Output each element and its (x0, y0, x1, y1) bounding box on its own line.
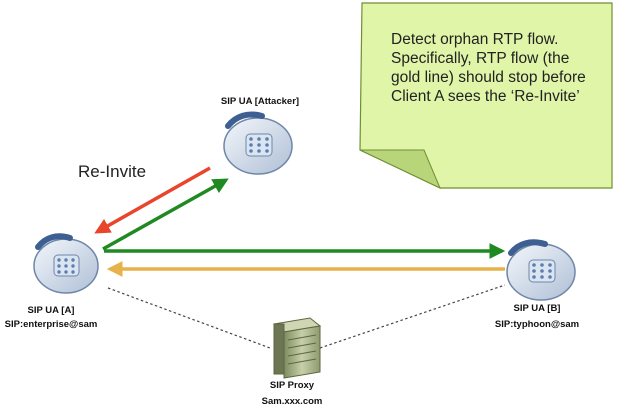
ua-a-name: SIP UA [A] (27, 305, 75, 316)
attacker-phone-icon (223, 111, 293, 175)
ua-a-uri: SIP:enterprise@sam (4, 319, 98, 330)
attacker-label: SIP UA [Attacker] (220, 96, 300, 107)
reinvite-label: Re-Invite (78, 162, 147, 181)
ua-b-phone-icon (506, 239, 576, 301)
proxy-link-a (107, 287, 271, 349)
ua-a-phone-icon (33, 233, 99, 294)
note-shape (359, 2, 613, 190)
proxy-name: SIP Proxy (269, 380, 315, 391)
ua-b-uri: SIP:typhoon@sam (494, 319, 580, 330)
ua-b-name: SIP UA [B] (513, 303, 561, 314)
proxy-server-icon (272, 317, 322, 379)
proxy-link-b (319, 284, 506, 349)
signal-arrow-to-attacker (102, 178, 229, 251)
proxy-host: Sam.xxx.com (261, 396, 323, 407)
reinvite-arrow (94, 166, 211, 234)
note-text: Detect orphan RTP flow. Specifically, RT… (391, 31, 586, 105)
